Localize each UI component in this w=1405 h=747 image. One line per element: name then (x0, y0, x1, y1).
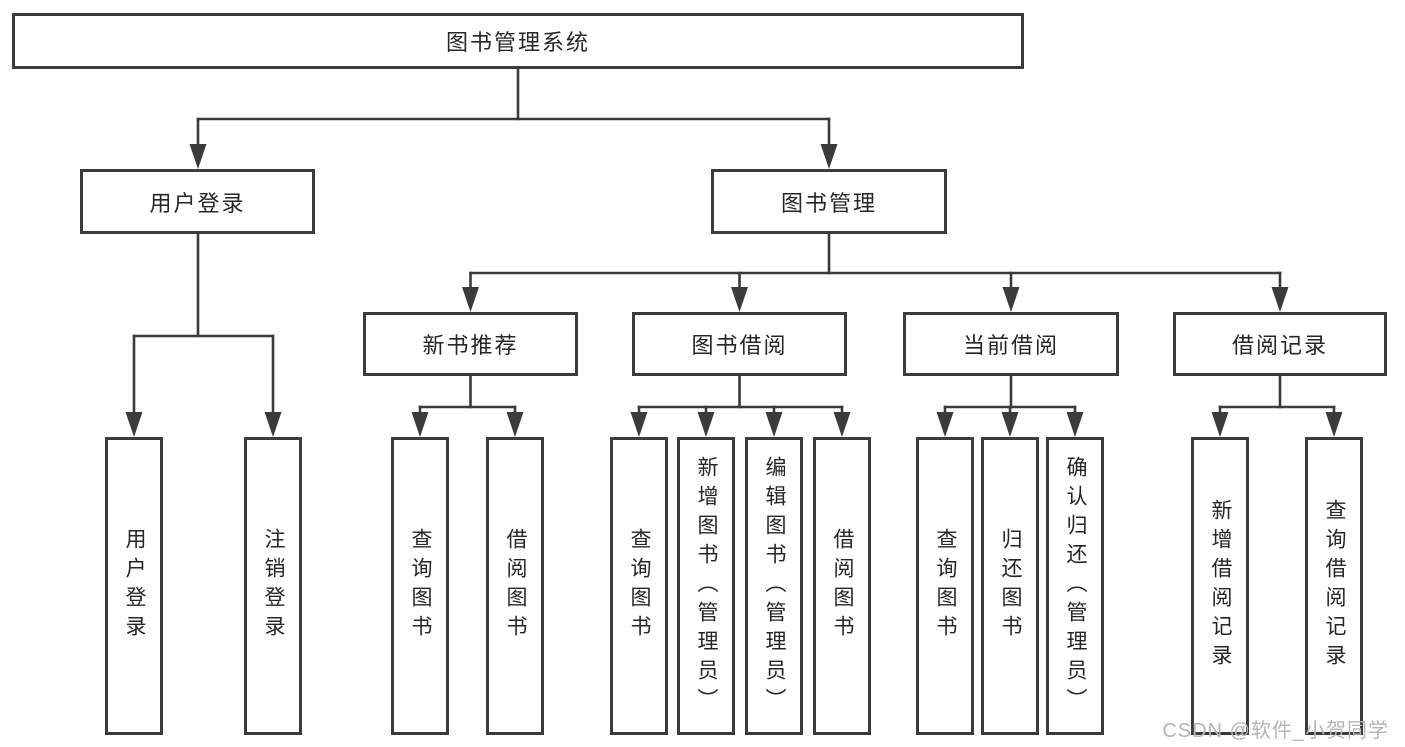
leaf-borrowing-query-books-label: 查询图书 (628, 528, 651, 644)
leaf-borrowing-add-books-admin: 新增图书（管理员） (677, 437, 735, 735)
leaf-recommend-borrow-books-label: 借阅图书 (504, 528, 527, 644)
leaf-records-query-record-label: 查询借阅记录 (1323, 499, 1346, 673)
node-borrow-records: 借阅记录 (1173, 312, 1387, 376)
leaf-user-login-label: 用户登录 (123, 528, 146, 644)
leaf-recommend-query-books-label: 查询图书 (409, 528, 432, 644)
node-book-management: 图书管理 (711, 169, 947, 234)
node-current-borrowing-label: 当前借阅 (962, 333, 1059, 358)
leaf-recommend-borrow-books: 借阅图书 (486, 437, 544, 735)
leaf-records-add-record: 新增借阅记录 (1191, 437, 1249, 735)
node-new-book-recommend-label: 新书推荐 (422, 333, 519, 358)
leaf-borrowing-borrow-books: 借阅图书 (813, 437, 871, 735)
leaf-current-query-books-label: 查询图书 (934, 528, 957, 644)
node-book-management-label: 图书管理 (780, 190, 877, 216)
leaf-recommend-query-books: 查询图书 (391, 437, 449, 735)
node-new-book-recommend: 新书推荐 (363, 312, 578, 376)
node-root: 图书管理系统 (12, 13, 1024, 69)
leaf-records-query-record: 查询借阅记录 (1305, 437, 1363, 735)
leaf-current-query-books: 查询图书 (916, 437, 974, 735)
node-book-borrowing: 图书借阅 (632, 312, 847, 376)
leaf-records-add-record-label: 新增借阅记录 (1209, 499, 1232, 673)
leaf-borrowing-query-books: 查询图书 (610, 437, 668, 735)
leaf-current-confirm-return-admin: 确认归还（管理员） (1046, 437, 1104, 735)
leaf-current-return-books: 归还图书 (981, 437, 1039, 735)
leaf-borrowing-edit-books-admin: 编辑图书（管理员） (745, 437, 803, 735)
node-current-borrowing: 当前借阅 (903, 312, 1119, 376)
node-user-login-label: 用户登录 (149, 190, 246, 216)
leaf-borrowing-edit-books-admin-label: 编辑图书（管理员） (763, 455, 786, 717)
leaf-current-confirm-return-admin-label: 确认归还（管理员） (1064, 455, 1087, 717)
csdn-watermark: CSDN @软件_小贺同学 (1162, 720, 1389, 742)
node-root-label: 图书管理系统 (445, 30, 590, 55)
leaf-user-login: 用户登录 (105, 437, 163, 735)
leaf-current-return-books-label: 归还图书 (999, 528, 1022, 644)
leaf-logout-label: 注销登录 (262, 528, 285, 644)
node-borrow-records-label: 借阅记录 (1231, 333, 1328, 358)
node-book-borrowing-label: 图书借阅 (691, 333, 788, 358)
leaf-logout: 注销登录 (244, 437, 302, 735)
leaf-borrowing-add-books-admin-label: 新增图书（管理员） (695, 455, 718, 717)
node-user-login: 用户登录 (80, 169, 315, 234)
leaf-borrowing-borrow-books-label: 借阅图书 (831, 528, 854, 644)
